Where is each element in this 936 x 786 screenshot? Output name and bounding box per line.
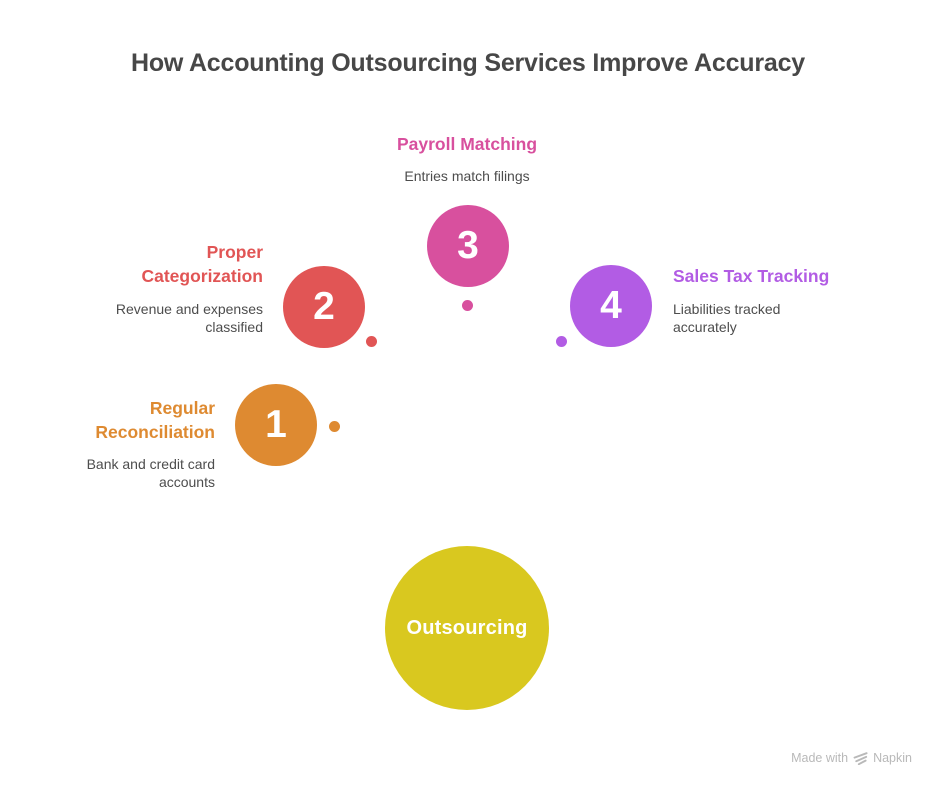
- step-number-circle: 4: [570, 265, 652, 347]
- connector-dot: [329, 421, 340, 432]
- page-title: How Accounting Outsourcing Services Impr…: [130, 49, 806, 77]
- step-description: Bank and credit card accounts: [86, 456, 215, 490]
- step-description: Revenue and expenses classified: [115, 301, 263, 335]
- watermark-brand: Napkin: [873, 751, 912, 765]
- connector-dot: [556, 336, 567, 347]
- step-number: 3: [457, 224, 479, 267]
- step-heading: Proper Categorization: [141, 242, 263, 286]
- step-number: 4: [600, 284, 622, 327]
- connector-dot: [462, 300, 473, 311]
- step-heading: Regular Reconciliation: [95, 398, 215, 442]
- napkin-logo-icon: [853, 751, 868, 765]
- step-heading: Sales Tax Tracking: [673, 266, 830, 286]
- center-node-label: Outsourcing: [406, 616, 528, 639]
- center-node-circle: Outsourcing: [385, 546, 549, 710]
- watermark: Made with Napkin: [791, 751, 912, 765]
- step-description: Liabilities tracked accurately: [673, 301, 781, 335]
- step-number: 1: [265, 403, 287, 446]
- step-heading: Payroll Matching: [396, 134, 538, 154]
- step-number-circle: 1: [235, 384, 317, 466]
- connector-dot: [366, 336, 377, 347]
- step-description: Entries match filings: [404, 168, 530, 184]
- step-number-circle: 3: [427, 205, 509, 287]
- watermark-text: Made with: [791, 751, 849, 765]
- step-number: 2: [313, 285, 335, 328]
- step-number-circle: 2: [283, 266, 365, 348]
